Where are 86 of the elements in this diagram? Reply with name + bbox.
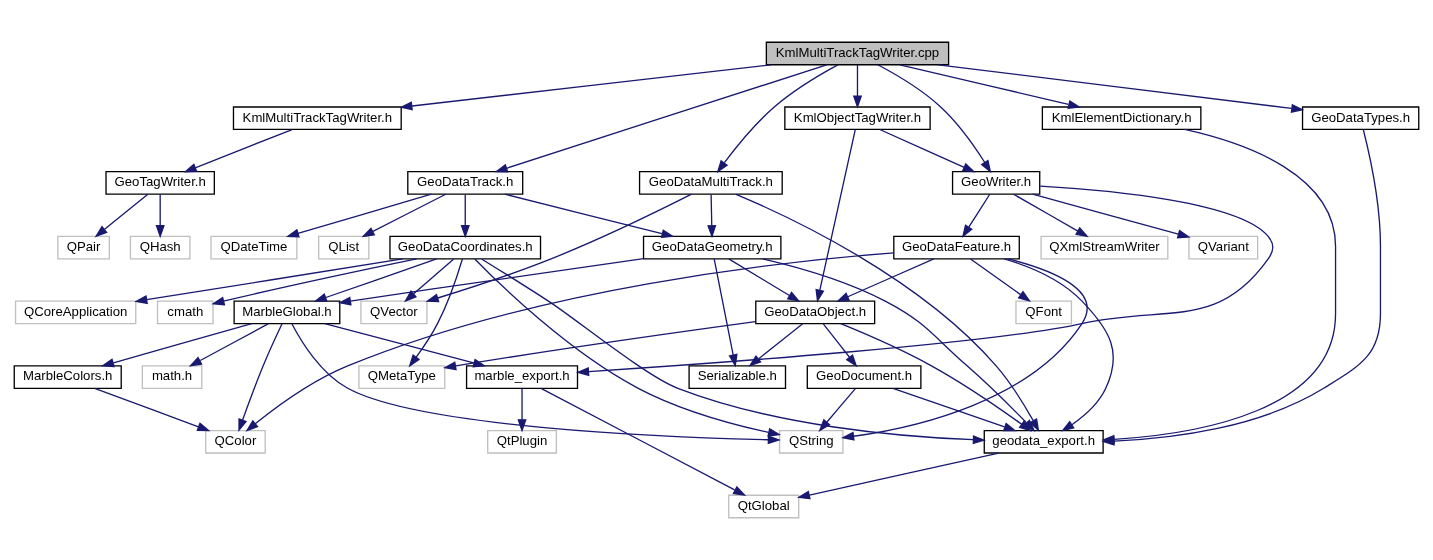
arrow bbox=[818, 387, 856, 432]
arrow bbox=[540, 387, 747, 496]
node-box: KmlMultiTrackTagWriter.cpp bbox=[765, 41, 950, 66]
arrow bbox=[748, 323, 804, 367]
arrow bbox=[183, 128, 293, 173]
node-box: KmlElementDictionary.h bbox=[1041, 106, 1202, 131]
node-box: QtGlobal bbox=[728, 494, 800, 519]
arrow bbox=[425, 193, 693, 303]
node-box: GeoDocument.h bbox=[806, 365, 922, 389]
arrow bbox=[155, 193, 165, 239]
arrow bbox=[841, 258, 1088, 441]
node-box: GeoDataTrack.h bbox=[407, 171, 524, 195]
node-box: GeoDataGeometry.h bbox=[642, 235, 782, 260]
arrow bbox=[134, 258, 404, 305]
arrow bbox=[716, 64, 839, 174]
node-box: QPair bbox=[57, 235, 110, 260]
arrow bbox=[481, 258, 986, 445]
arrow bbox=[728, 258, 801, 303]
arrow bbox=[94, 387, 211, 432]
arrow bbox=[877, 64, 992, 174]
node-box: GeoDataObject.h bbox=[755, 300, 876, 325]
node-box: QDateTime bbox=[210, 235, 298, 260]
arrow bbox=[822, 323, 858, 368]
arrow bbox=[504, 193, 675, 239]
node-box: QList bbox=[318, 235, 370, 260]
node-box: geodata_export.h bbox=[983, 429, 1104, 454]
arrow bbox=[815, 129, 856, 303]
arrow bbox=[361, 193, 447, 238]
node-box: GeoDataTypes.h bbox=[1301, 106, 1420, 131]
node-box: QString bbox=[778, 429, 844, 454]
arrow bbox=[1032, 193, 1191, 239]
arrow bbox=[188, 323, 270, 367]
arrow bbox=[404, 258, 455, 303]
node-box: QColor bbox=[205, 429, 266, 454]
arrow bbox=[575, 185, 1274, 377]
arrow bbox=[443, 321, 757, 371]
arrow bbox=[840, 323, 1032, 432]
node-box: GeoDataCoordinates.h bbox=[389, 235, 542, 260]
node-box: math.h bbox=[141, 365, 203, 389]
arrow bbox=[961, 193, 991, 238]
node-box: KmlMultiTrackTagWriter.h bbox=[232, 106, 402, 131]
arrow bbox=[313, 258, 438, 302]
node-box: GeoWriter.h bbox=[951, 171, 1041, 195]
arrow bbox=[969, 258, 1032, 303]
node-box: Serializable.h bbox=[688, 365, 787, 389]
node-box: QFont bbox=[1015, 300, 1073, 325]
arrow bbox=[474, 258, 782, 437]
arrow bbox=[852, 64, 863, 109]
arrow bbox=[238, 322, 283, 433]
node-box: MarbleColors.h bbox=[13, 365, 122, 389]
arrow bbox=[337, 257, 645, 306]
arrow bbox=[94, 193, 149, 238]
arrow bbox=[291, 323, 781, 445]
node-box: QCoreApplication bbox=[14, 300, 137, 325]
node-box: QMetaType bbox=[358, 365, 446, 389]
node-box: MarbleGlobal.h bbox=[233, 300, 341, 325]
node-box: QVector bbox=[360, 300, 428, 325]
arrow bbox=[460, 193, 470, 239]
arrow bbox=[245, 252, 895, 432]
arrow bbox=[494, 64, 828, 173]
arrow bbox=[836, 258, 935, 302]
arrow bbox=[399, 64, 772, 111]
arrow bbox=[1012, 193, 1089, 238]
arrow bbox=[899, 64, 1082, 109]
arrow bbox=[408, 258, 464, 368]
node-box: QtPlugin bbox=[487, 429, 558, 454]
arrow bbox=[211, 258, 418, 306]
arrow bbox=[796, 452, 1000, 500]
arrow bbox=[324, 323, 487, 368]
node-box: GeoDataFeature.h bbox=[893, 235, 1020, 260]
node-box: GeoDataMultiTrack.h bbox=[638, 171, 783, 195]
arrow bbox=[892, 387, 1017, 432]
arrow bbox=[100, 323, 253, 368]
node-box: cmath bbox=[156, 300, 214, 325]
node-box: GeoTagWriter.h bbox=[105, 171, 215, 195]
node-box: QXmlStreamWriter bbox=[1040, 235, 1169, 260]
node-box: QHash bbox=[129, 235, 191, 260]
arrow bbox=[285, 193, 432, 238]
node-box: KmlObjectTagWriter.h bbox=[784, 106, 931, 131]
arrow bbox=[879, 128, 976, 173]
arrow bbox=[707, 193, 717, 239]
arrow bbox=[937, 64, 1305, 113]
node-box: QVariant bbox=[1188, 235, 1259, 260]
arrow bbox=[517, 387, 527, 433]
arrow bbox=[713, 258, 738, 368]
node-box: marble_export.h bbox=[465, 365, 579, 389]
